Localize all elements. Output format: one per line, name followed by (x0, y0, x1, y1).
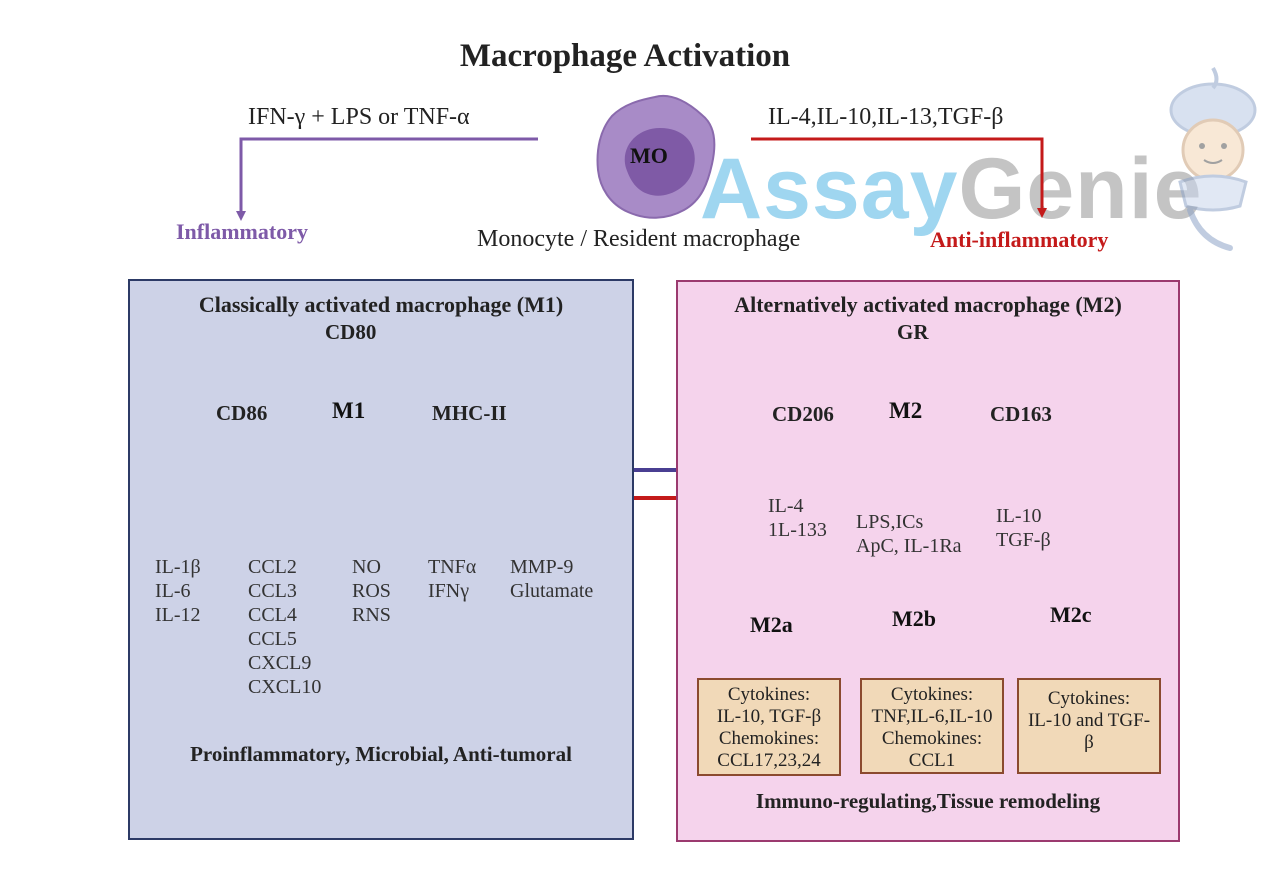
anti-inflammatory-label: Anti-inflammatory (930, 227, 1109, 252)
m1-marker-cd80: CD80 (325, 320, 377, 344)
m2-marker-cd163: CD163 (990, 402, 1052, 426)
m2c-box-line: β (1084, 732, 1094, 753)
mo-cell-icon (596, 94, 716, 219)
m2b-stimulus: LPS,ICs (856, 511, 924, 533)
m1-output-item: IL-6 (155, 580, 191, 602)
m1-output-item: IFNγ (428, 580, 470, 602)
m2c-box-line: IL-10 and TGF- (1027, 710, 1151, 731)
anti-inflammatory-arrow (751, 137, 1047, 218)
m1-panel (128, 279, 634, 840)
watermark-part2: Genie (958, 141, 1203, 237)
m2a-box: Cytokines: IL-10, TGF-β Chemokines: CCL1… (697, 678, 841, 776)
m1-output-item: MMP-9 (510, 556, 574, 578)
m1-cell-label: M1 (332, 398, 366, 423)
m2a-box-line: IL-10, TGF-β (716, 706, 822, 727)
m2b-stimulus: ApC, IL-1Ra (856, 535, 962, 557)
anti-inflammatory-signals: IL-4,IL-10,IL-13,TGF-β (768, 104, 1004, 130)
diagram-title: Macrophage Activation (459, 38, 791, 74)
m2b-label: M2b (892, 606, 936, 631)
genie-mascot-icon (1169, 66, 1257, 251)
m1-output-group-3: NO ROS RNS (352, 555, 391, 627)
m1-output-group-2: CCL2 CCL3 CCL4 CCL5 CXCL9 CXCL10 (248, 555, 321, 699)
m2b-box-line: Chemokines: (881, 728, 983, 749)
watermark-part1: Assay (700, 141, 959, 237)
m2c-label: M2c (1050, 602, 1092, 627)
m2a-box-line: Cytokines: (727, 684, 811, 705)
m2b-box: Cytokines: TNF,IL-6,IL-10 Chemokines: CC… (860, 678, 1004, 774)
m1-output-item: Glutamate (510, 580, 594, 602)
m2a-stimulus: IL-4 (768, 495, 804, 517)
m2b-box-line: CCL1 (908, 750, 956, 771)
m1-output-item: IL-1β (155, 556, 201, 578)
m2b-box-line: TNF,IL-6,IL-10 (871, 706, 993, 727)
m2a-box-line: CCL17,23,24 (717, 750, 821, 771)
m2a-label: M2a (750, 612, 793, 637)
inflammatory-arrow (236, 137, 538, 221)
mo-caption: Monocyte / Resident macrophage (477, 226, 801, 252)
m1-output-item: RNS (352, 604, 391, 626)
inflammatory-label: Inflammatory (176, 219, 308, 244)
m2c-stimulus: IL-10 (996, 505, 1042, 527)
m2c-stimulus: TGF-β (996, 529, 1051, 551)
m1-output-item: CXCL9 (248, 652, 312, 674)
m2a-box-line: Chemokines: (718, 728, 820, 749)
pro-inflammatory-signals: IFN-γ + LPS or TNF-α (248, 104, 470, 130)
m1-marker-mhcii: MHC-II (432, 401, 507, 425)
m1-output-item: ROS (352, 580, 391, 602)
m2-marker-cd206: CD206 (772, 402, 834, 426)
m1-output-item: CCL3 (248, 580, 297, 602)
brand-watermark: AssayGenie (700, 140, 1202, 239)
m1-output-item: CCL2 (248, 556, 297, 578)
m2b-box-line: Cytokines: (890, 684, 974, 705)
m1-output-item: IL-12 (155, 604, 201, 626)
m2c-box-line: Cytokines: (1047, 688, 1131, 709)
m2c-box: Cytokines: IL-10 and TGF- β (1017, 678, 1161, 774)
m1-output-group-4: TNFα IFNγ (428, 555, 476, 603)
m1-output-group-1: IL-1β IL-6 IL-12 (155, 555, 201, 627)
m2a-stimulus: 1L-133 (768, 519, 827, 541)
m2-title: Alternatively activated macrophage (M2) (734, 292, 1122, 317)
m2b-stimuli: LPS,ICs ApC, IL-1Ra (856, 510, 962, 558)
m2c-stimuli: IL-10 TGF-β (996, 504, 1051, 552)
m1-output-item: CCL5 (248, 628, 297, 650)
mo-cell-label: MO (630, 143, 668, 168)
m1-output-item: TNFα (428, 556, 477, 578)
m1-footer: Proinflammatory, Microbial, Anti-tumoral (190, 742, 572, 766)
m2-footer: Immuno-regulating,Tissue remodeling (755, 789, 1101, 813)
m1-output-item: CXCL10 (248, 676, 322, 698)
m1-output-group-5: MMP-9 Glutamate (510, 555, 593, 603)
m2a-stimuli: IL-4 1L-133 (768, 494, 827, 542)
m1-output-item: CCL4 (248, 604, 297, 626)
m1-title: Classically activated macrophage (M1) (198, 292, 564, 317)
m2-cell-label: M2 (889, 398, 923, 423)
m1-marker-cd86: CD86 (216, 401, 268, 425)
m2-marker-gr: GR (897, 320, 929, 344)
m1-output-item: NO (352, 556, 381, 578)
